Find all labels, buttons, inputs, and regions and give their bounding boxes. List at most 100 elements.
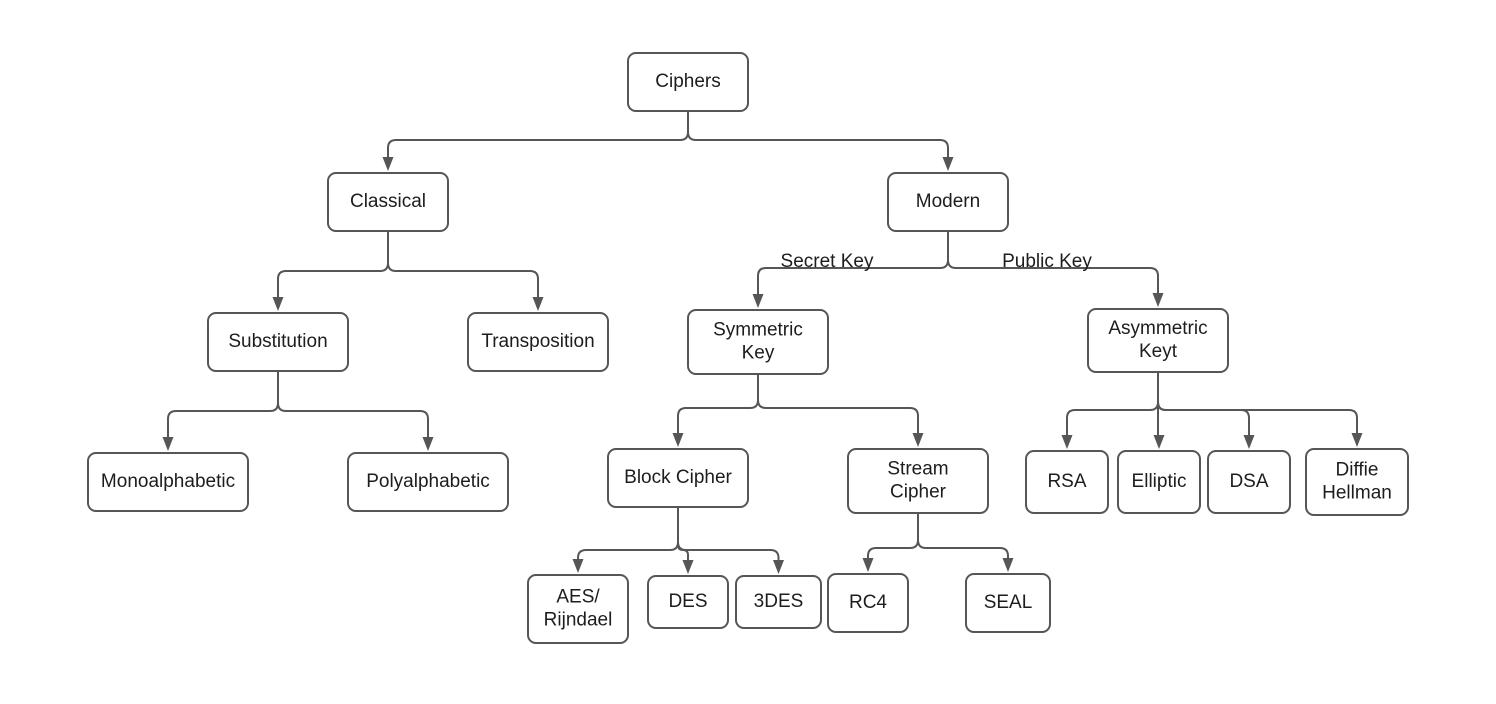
node-polyalphabetic[interactable]: Polyalphabetic — [347, 452, 509, 512]
edge-stream-rc4 — [862, 513, 919, 572]
node-label: RC4 — [849, 592, 887, 613]
edge-label-modern-symmetric: Secret Key — [781, 251, 874, 272]
edge-arrowhead-icon — [1153, 435, 1165, 449]
edge-line — [757, 374, 919, 433]
edge-symmetric-stream — [757, 374, 924, 447]
edge-line — [387, 231, 539, 297]
edge-ciphers-classical — [382, 111, 689, 171]
node-box[interactable] — [647, 575, 729, 629]
node-box[interactable] — [1207, 450, 1291, 514]
node-box[interactable] — [965, 573, 1051, 633]
edge-line — [947, 231, 1159, 293]
node-box[interactable] — [607, 448, 749, 508]
node-tdes[interactable]: 3DES — [735, 575, 822, 629]
node-box[interactable] — [627, 52, 749, 112]
edge-arrowhead-icon — [1351, 433, 1363, 447]
edge-line — [687, 111, 949, 157]
edge-arrowhead-icon — [682, 560, 694, 574]
edge-line — [917, 513, 1009, 558]
edge-line — [167, 371, 279, 437]
edge-asymmetric-rsa — [1061, 372, 1159, 449]
edge-line — [277, 231, 389, 297]
node-modern[interactable]: Modern — [887, 172, 1009, 232]
node-seal[interactable]: SEAL — [965, 573, 1051, 633]
node-label: Ciphers — [655, 71, 720, 92]
node-box[interactable] — [1117, 450, 1201, 514]
edge-label-modern-asymmetric: Public Key — [1002, 251, 1092, 272]
node-label: Transposition — [481, 331, 594, 352]
edge-substitution-poly — [277, 371, 434, 451]
node-classical[interactable]: Classical — [327, 172, 449, 232]
node-des[interactable]: DES — [647, 575, 729, 629]
node-ciphers[interactable]: Ciphers — [627, 52, 749, 112]
node-rc4[interactable]: RC4 — [827, 573, 909, 633]
node-box[interactable] — [207, 312, 349, 372]
edge-block-des — [677, 507, 694, 574]
node-transposition[interactable]: Transposition — [467, 312, 609, 372]
node-label: Key — [742, 343, 775, 364]
edge-arrowhead-icon — [532, 297, 544, 311]
node-box[interactable] — [1025, 450, 1109, 514]
edge-arrowhead-icon — [1002, 558, 1014, 572]
edge-arrowhead-icon — [752, 294, 764, 308]
node-label: AES/ — [556, 587, 600, 608]
edge-stream-seal — [917, 513, 1014, 572]
edge-arrowhead-icon — [572, 559, 584, 573]
node-box[interactable] — [735, 575, 822, 629]
node-box[interactable] — [847, 448, 989, 514]
node-box[interactable] — [687, 309, 829, 375]
node-label: Cipher — [890, 482, 947, 503]
node-substitution[interactable]: Substitution — [207, 312, 349, 372]
node-label: 3DES — [754, 591, 804, 612]
node-box[interactable] — [347, 452, 509, 512]
node-label: Substitution — [228, 331, 327, 352]
node-label: Elliptic — [1132, 471, 1187, 492]
edge-substitution-mono — [162, 371, 279, 451]
node-box[interactable] — [1087, 308, 1229, 373]
node-rsa[interactable]: RSA — [1025, 450, 1109, 514]
edge-line — [677, 507, 689, 560]
edge-asymmetric-diffie — [1157, 372, 1363, 447]
node-box[interactable] — [87, 452, 249, 512]
node-monoalphabetic[interactable]: Monoalphabetic — [87, 452, 249, 512]
edge-labels-layer: Secret Key Public Key — [781, 251, 1093, 272]
edge-arrowhead-icon — [272, 297, 284, 311]
node-block[interactable]: Block Cipher — [607, 448, 749, 508]
edge-line — [577, 507, 679, 559]
edge-block-3des — [677, 507, 784, 574]
node-label: DES — [668, 591, 707, 612]
edge-arrowhead-icon — [1061, 435, 1073, 449]
node-label: Keyt — [1139, 341, 1178, 362]
edge-line — [867, 513, 919, 558]
edge-symmetric-block — [672, 374, 759, 447]
edges-layer — [162, 111, 1363, 574]
edge-line — [387, 111, 689, 157]
node-box[interactable] — [327, 172, 449, 232]
node-elliptic[interactable]: Elliptic — [1117, 450, 1201, 514]
edge-arrowhead-icon — [1243, 435, 1255, 449]
node-label: Classical — [350, 191, 426, 212]
node-box[interactable] — [887, 172, 1009, 232]
node-box[interactable] — [467, 312, 609, 372]
edge-classical-transposition — [387, 231, 544, 311]
node-box[interactable] — [527, 574, 629, 644]
edge-line — [1157, 372, 1358, 433]
node-label: Block Cipher — [624, 467, 732, 488]
node-dsa[interactable]: DSA — [1207, 450, 1291, 514]
node-label: RSA — [1047, 471, 1086, 492]
node-aes[interactable]: AES/Rijndael — [527, 574, 629, 644]
node-box[interactable] — [827, 573, 909, 633]
edge-arrowhead-icon — [942, 157, 954, 171]
node-label: DSA — [1229, 471, 1268, 492]
edge-arrowhead-icon — [672, 433, 684, 447]
node-label: Diffie — [1336, 460, 1379, 481]
node-box[interactable] — [1305, 448, 1409, 516]
node-label: Rijndael — [544, 610, 613, 631]
edge-modern-asymmetric — [947, 231, 1164, 307]
